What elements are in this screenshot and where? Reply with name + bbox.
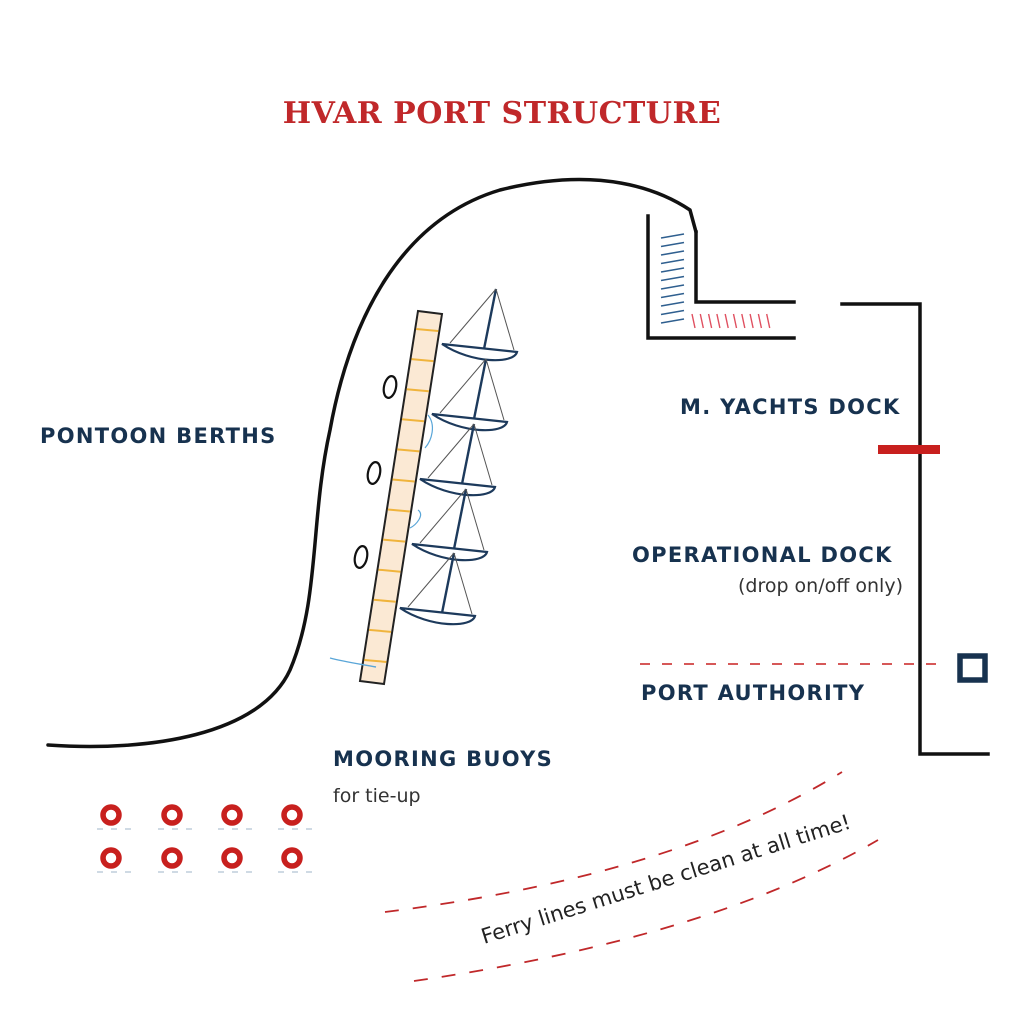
berth-mark <box>660 275 685 282</box>
coastline <box>46 177 698 749</box>
berth-mark <box>766 313 771 329</box>
quay-wall <box>840 302 990 756</box>
sailboat-icon <box>431 358 509 432</box>
sailboat-icon <box>419 423 497 497</box>
berth-mark <box>724 313 729 329</box>
bollard-icon <box>353 545 369 569</box>
berth-mark <box>732 313 738 329</box>
bollard-icon <box>382 375 398 399</box>
pontoon-stripe <box>383 538 406 543</box>
pontoon-stripe <box>416 328 439 333</box>
red-bar-marker-icon <box>878 445 940 454</box>
operational-dock-label: OPERATIONAL DOCK <box>632 543 893 567</box>
ferry-line-upper <box>384 771 843 913</box>
pontoon-stripe <box>397 448 420 453</box>
pontoon-stripe <box>373 598 396 603</box>
pontoon-stripe <box>392 478 415 483</box>
berth-mark <box>660 267 685 273</box>
berth-mark <box>741 313 746 329</box>
mooring-buoy-icon <box>158 847 192 873</box>
port-authority-label: PORT AUTHORITY <box>641 681 865 705</box>
berth-mark <box>716 313 721 329</box>
operational-dock-note: (drop on/off only) <box>738 575 903 597</box>
square-marker-icon <box>957 653 988 683</box>
berth-mark <box>660 241 685 248</box>
mooring-line <box>409 509 422 529</box>
berth-mark <box>707 313 713 329</box>
map-title: HVAR PORT STRUCTURE <box>283 96 722 131</box>
pontoon <box>358 309 444 686</box>
berth-mark <box>660 309 685 316</box>
berth-mark <box>691 313 696 329</box>
mooring-buoy-icon <box>218 847 252 873</box>
mooring-line <box>329 657 377 668</box>
mooring-buoy-icon <box>158 804 192 830</box>
sailboat-icon <box>441 288 519 362</box>
berth-mark <box>660 318 685 324</box>
pontoon-stripe <box>378 568 401 573</box>
yacht-basin-inner-wall <box>694 230 796 304</box>
pontoon-berths-label: PONTOON BERTHS <box>40 424 277 448</box>
ferry-line-lower <box>413 839 879 982</box>
mooring-buoy-icon <box>97 847 131 873</box>
pontoon-stripe <box>368 628 392 633</box>
berth-mark <box>660 301 685 307</box>
pontoon-stripe <box>406 388 429 393</box>
yacht-basin-red-marks <box>691 313 771 329</box>
berth-mark <box>660 258 685 265</box>
mega-yachts-dock-label: M. YACHTS DOCK <box>680 395 901 419</box>
mooring-buoy-icon <box>218 804 252 830</box>
pontoon-stripe <box>401 418 425 423</box>
sailboat-icon <box>399 552 477 626</box>
berth-mark <box>757 313 763 329</box>
mooring-buoys-label: MOORING BUOYS <box>333 747 553 771</box>
pontoon-stripe <box>387 508 410 513</box>
berth-mark <box>699 313 704 329</box>
mooring-buoy-icon <box>97 804 131 830</box>
mooring-line <box>424 414 434 449</box>
yacht-basin-berth-marks <box>660 233 685 324</box>
bollard-icon <box>366 461 382 485</box>
berth-mark <box>660 292 685 299</box>
mooring-buoy-icon <box>278 804 312 830</box>
sailboat-icon <box>411 488 489 562</box>
berth-mark <box>660 233 685 239</box>
berth-mark <box>660 250 685 256</box>
mooring-buoys-note: for tie-up <box>333 785 421 807</box>
berth-mark <box>749 313 754 329</box>
yacht-basin-wall <box>646 214 796 340</box>
berth-mark <box>660 284 685 290</box>
pontoon-stripe <box>411 358 434 363</box>
pontoon-stripe <box>364 658 387 663</box>
mooring-buoy-icon <box>278 847 312 873</box>
